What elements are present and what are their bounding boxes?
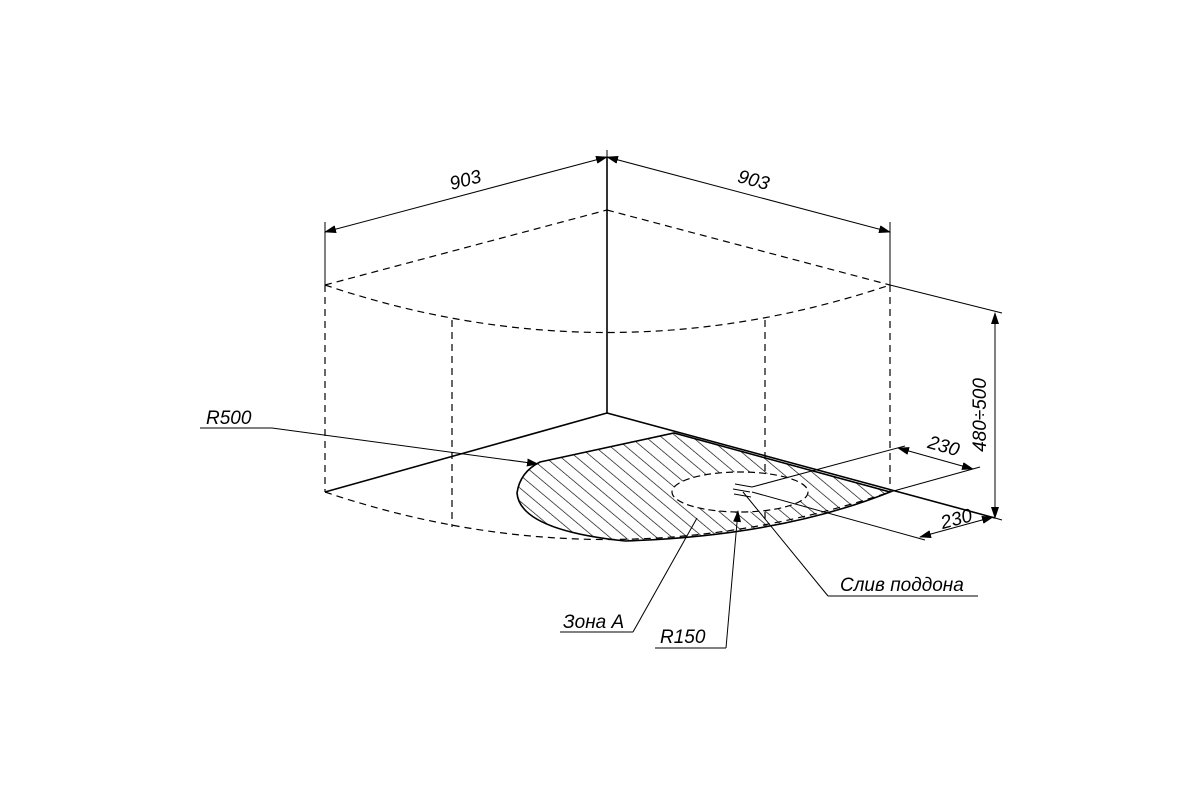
callout-drain: Слив поддона xyxy=(742,491,978,597)
callout-r500: R500 xyxy=(200,408,539,467)
r150-label: R150 xyxy=(660,627,706,648)
drain-offset-2-label: 230 xyxy=(938,505,975,534)
width-dimension-left: 903 xyxy=(324,150,608,285)
callout-zone-a: Зона А xyxy=(560,517,698,633)
zone-a-label: Зона А xyxy=(563,612,624,633)
width-right-label: 903 xyxy=(735,166,771,195)
height-label: 480÷500 xyxy=(970,378,991,452)
drain-label: Слив поддона xyxy=(840,575,964,596)
callout-r150: R150 xyxy=(655,510,742,649)
drain-circle xyxy=(671,471,809,513)
zone-a xyxy=(516,432,893,542)
r500-label: R500 xyxy=(206,408,252,429)
drain-marker xyxy=(732,483,753,498)
width-dimension-right: 903 xyxy=(606,155,891,285)
width-left-label: 903 xyxy=(448,166,484,195)
height-dimension: 480÷500 xyxy=(889,284,1003,521)
